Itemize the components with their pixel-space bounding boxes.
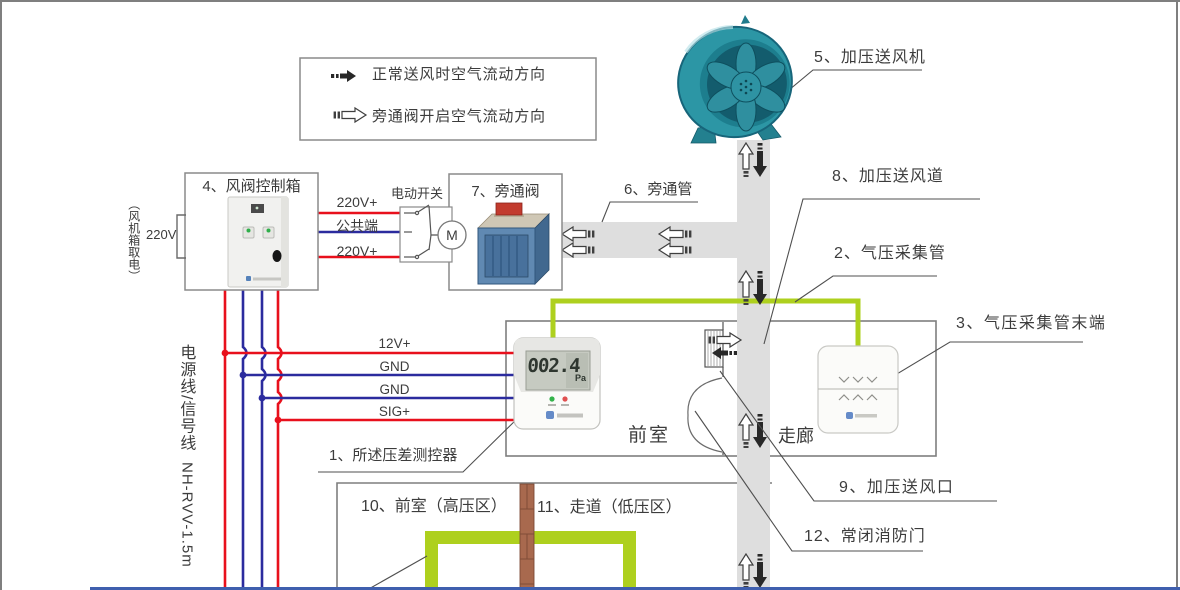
wire-label-12v: 12V+ <box>378 336 411 351</box>
page-border-left <box>0 0 2 590</box>
switch-contacts <box>404 204 438 260</box>
legend-normal-flow-label: 正常送风时空气流动方向 <box>372 66 546 83</box>
valve-power-wires <box>318 211 404 259</box>
label-room-low-pressure: 11、走道（低压区） <box>537 499 682 516</box>
bypass-valve-illustration <box>477 202 550 285</box>
page-border-right <box>1176 0 1178 590</box>
room-outline-bottom <box>336 482 772 590</box>
fire-door-symbol <box>687 377 723 453</box>
supply-fan-illustration <box>677 15 793 144</box>
label-supply-duct: 8、加压送风道 <box>832 168 944 185</box>
vertical-supply-duct <box>737 140 770 590</box>
brick-wall <box>519 483 535 590</box>
leader-lines <box>318 69 1083 590</box>
label-front-room: 前室 <box>628 425 671 446</box>
control-cabinet-illustration <box>227 196 289 288</box>
label-bypass-pipe: 6、旁通管 <box>624 181 693 198</box>
label-power-takeoff-note: （风机箱取电） <box>126 198 141 282</box>
label-room-high-pressure: 10、前室（高压区） <box>361 498 507 515</box>
legend-bypass-flow-label: 旁通阀开启空气流动方向 <box>372 108 546 125</box>
controller-lcd-value: 002.4 <box>526 355 581 377</box>
page-border-top <box>0 0 1180 2</box>
label-motor-switch: 电动开关 <box>391 186 444 201</box>
label-bypass-valve: 7、旁通阀 <box>471 183 540 200</box>
controller-lcd-unit: Pa <box>575 373 587 383</box>
label-controller: 1、所述压差测控器 <box>329 447 458 464</box>
label-damper-control-box: 4、风阀控制箱 <box>202 178 301 195</box>
pressure-pipe-green <box>550 298 861 347</box>
power-takeoff-bracket <box>176 214 186 259</box>
wire-label-common: 公共端 <box>336 218 378 234</box>
motor-circle <box>437 220 467 250</box>
label-corridor: 走廊 <box>778 426 814 446</box>
label-cable-type: 电源线/信号线 <box>177 344 195 452</box>
label-pressure-pipe-end: 3、气压采集管末端 <box>956 315 1107 332</box>
label-source-voltage: 220V <box>146 227 177 242</box>
wire-label-220v-2: 220V+ <box>336 243 378 259</box>
signal-wires <box>223 290 514 590</box>
wire-label-220v-1: 220V+ <box>336 194 378 210</box>
pressure-controller-illustration <box>513 337 601 430</box>
air-outlet-grille <box>704 329 742 368</box>
pipe-end-sensor-illustration <box>817 345 899 434</box>
footer-blue-bar <box>90 587 1180 590</box>
wire-label-gnd-2: GND <box>379 382 410 397</box>
label-supply-fan: 5、加压送风机 <box>814 49 926 66</box>
wire-label-gnd-1: GND <box>379 359 410 374</box>
label-fire-door: 12、常闭消防门 <box>804 528 926 545</box>
room-outline-front-corridor <box>505 320 937 457</box>
label-pressure-pipe: 2、气压采集管 <box>834 245 946 262</box>
label-air-outlet: 9、加压送风口 <box>839 479 955 496</box>
motor-symbol: M <box>446 227 458 243</box>
wire-label-sig: SIG+ <box>378 404 411 419</box>
label-cable-spec: NH-RVV-1.5m <box>178 462 196 568</box>
wire-junction-dots <box>221 349 282 424</box>
